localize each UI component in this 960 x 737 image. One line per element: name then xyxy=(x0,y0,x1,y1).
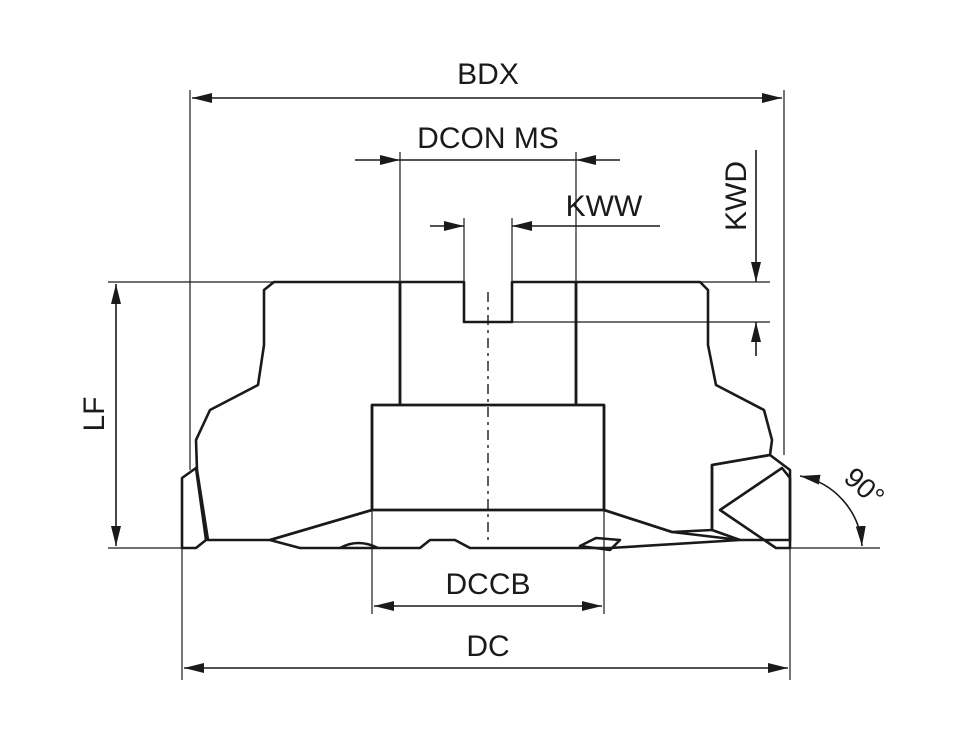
bottom-face xyxy=(268,508,742,550)
insert-right xyxy=(718,466,792,550)
body-section-left xyxy=(194,280,402,542)
chip-pocket-right xyxy=(578,536,622,552)
label-kww: KWW xyxy=(566,190,643,223)
insert-pocket xyxy=(710,453,792,542)
label-dcon-ms: DCON MS xyxy=(417,122,559,155)
label-dccb: DCCB xyxy=(445,568,530,601)
chip-pocket-left xyxy=(339,541,379,550)
label-bdx: BDX xyxy=(457,58,519,91)
label-dc: DC xyxy=(466,630,509,663)
dimension-lines xyxy=(111,93,866,673)
label-lf: LF xyxy=(78,396,111,431)
extension-lines xyxy=(108,90,880,680)
insert-left xyxy=(180,466,208,550)
label-kwd: KWD xyxy=(720,161,753,231)
